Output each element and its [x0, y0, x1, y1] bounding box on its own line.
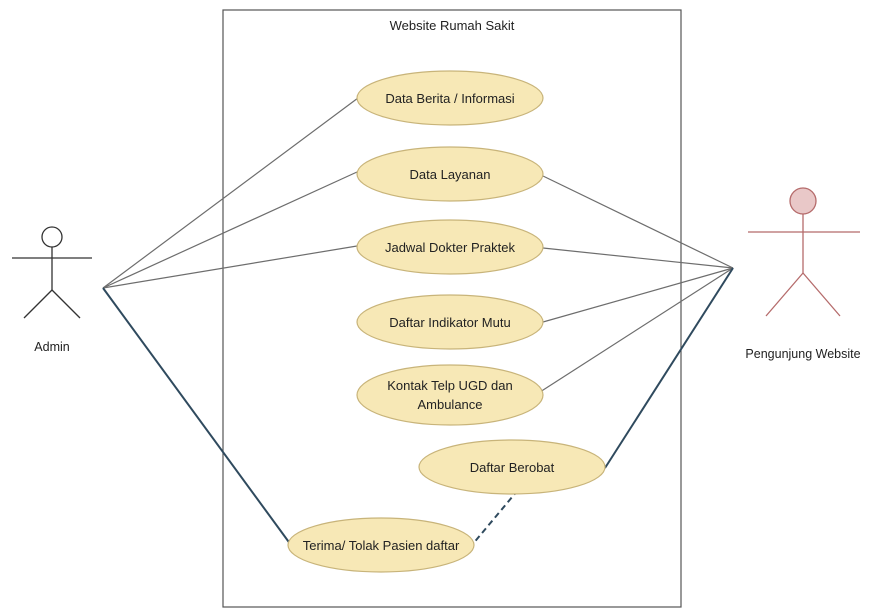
associations — [102, 97, 734, 546]
use-case-label: Data Layanan — [410, 167, 491, 182]
actor-head-icon — [41, 226, 63, 248]
use-case-jadwal-dokter[interactable]: Jadwal Dokter Praktek — [356, 219, 544, 275]
assoc-admin-uc2 — [102, 171, 358, 289]
assoc-visitor-uc2 — [542, 175, 734, 269]
actor-visitor[interactable] — [748, 187, 860, 317]
use-case-label: Daftar Indikator Mutu — [389, 315, 510, 330]
use-case-label: Daftar Berobat — [470, 460, 555, 475]
use-case-label-line1: Kontak Telp UGD dan — [387, 378, 513, 393]
use-case-label: Data Berita / Informasi — [385, 91, 514, 106]
use-case-daftar-berobat[interactable]: Daftar Berobat — [418, 439, 606, 495]
use-case-kontak-ugd[interactable]: Kontak Telp UGD dan Ambulance — [356, 364, 544, 426]
use-case-indikator-mutu[interactable]: Daftar Indikator Mutu — [356, 294, 544, 350]
assoc-admin-uc7 — [102, 287, 292, 546]
use-case-data-berita[interactable]: Data Berita / Informasi — [356, 70, 544, 126]
assoc-visitor-uc4 — [542, 267, 734, 323]
use-case-label: Terima/ Tolak Pasien daftar — [303, 538, 460, 553]
assoc-visitor-uc5 — [539, 267, 734, 393]
use-case-data-layanan[interactable]: Data Layanan — [356, 146, 544, 202]
dependency-uc6-uc7 — [471, 489, 519, 546]
use-case-label: Jadwal Dokter Praktek — [385, 240, 516, 255]
assoc-admin-uc3 — [102, 245, 358, 289]
assoc-admin-uc1 — [102, 97, 359, 289]
assoc-visitor-uc6 — [604, 267, 734, 469]
actor-admin-label: Admin — [34, 340, 69, 354]
actor-head-icon — [789, 187, 817, 215]
actor-visitor-label: Pengunjung Website — [745, 347, 860, 361]
use-case-label-line2: Ambulance — [417, 397, 482, 412]
actor-admin[interactable] — [12, 226, 92, 319]
system-boundary — [222, 9, 682, 608]
system-title: Website Rumah Sakit — [390, 18, 515, 33]
use-case-terima-tolak[interactable]: Terima/ Tolak Pasien daftar — [287, 517, 475, 573]
assoc-visitor-uc3 — [542, 247, 734, 269]
